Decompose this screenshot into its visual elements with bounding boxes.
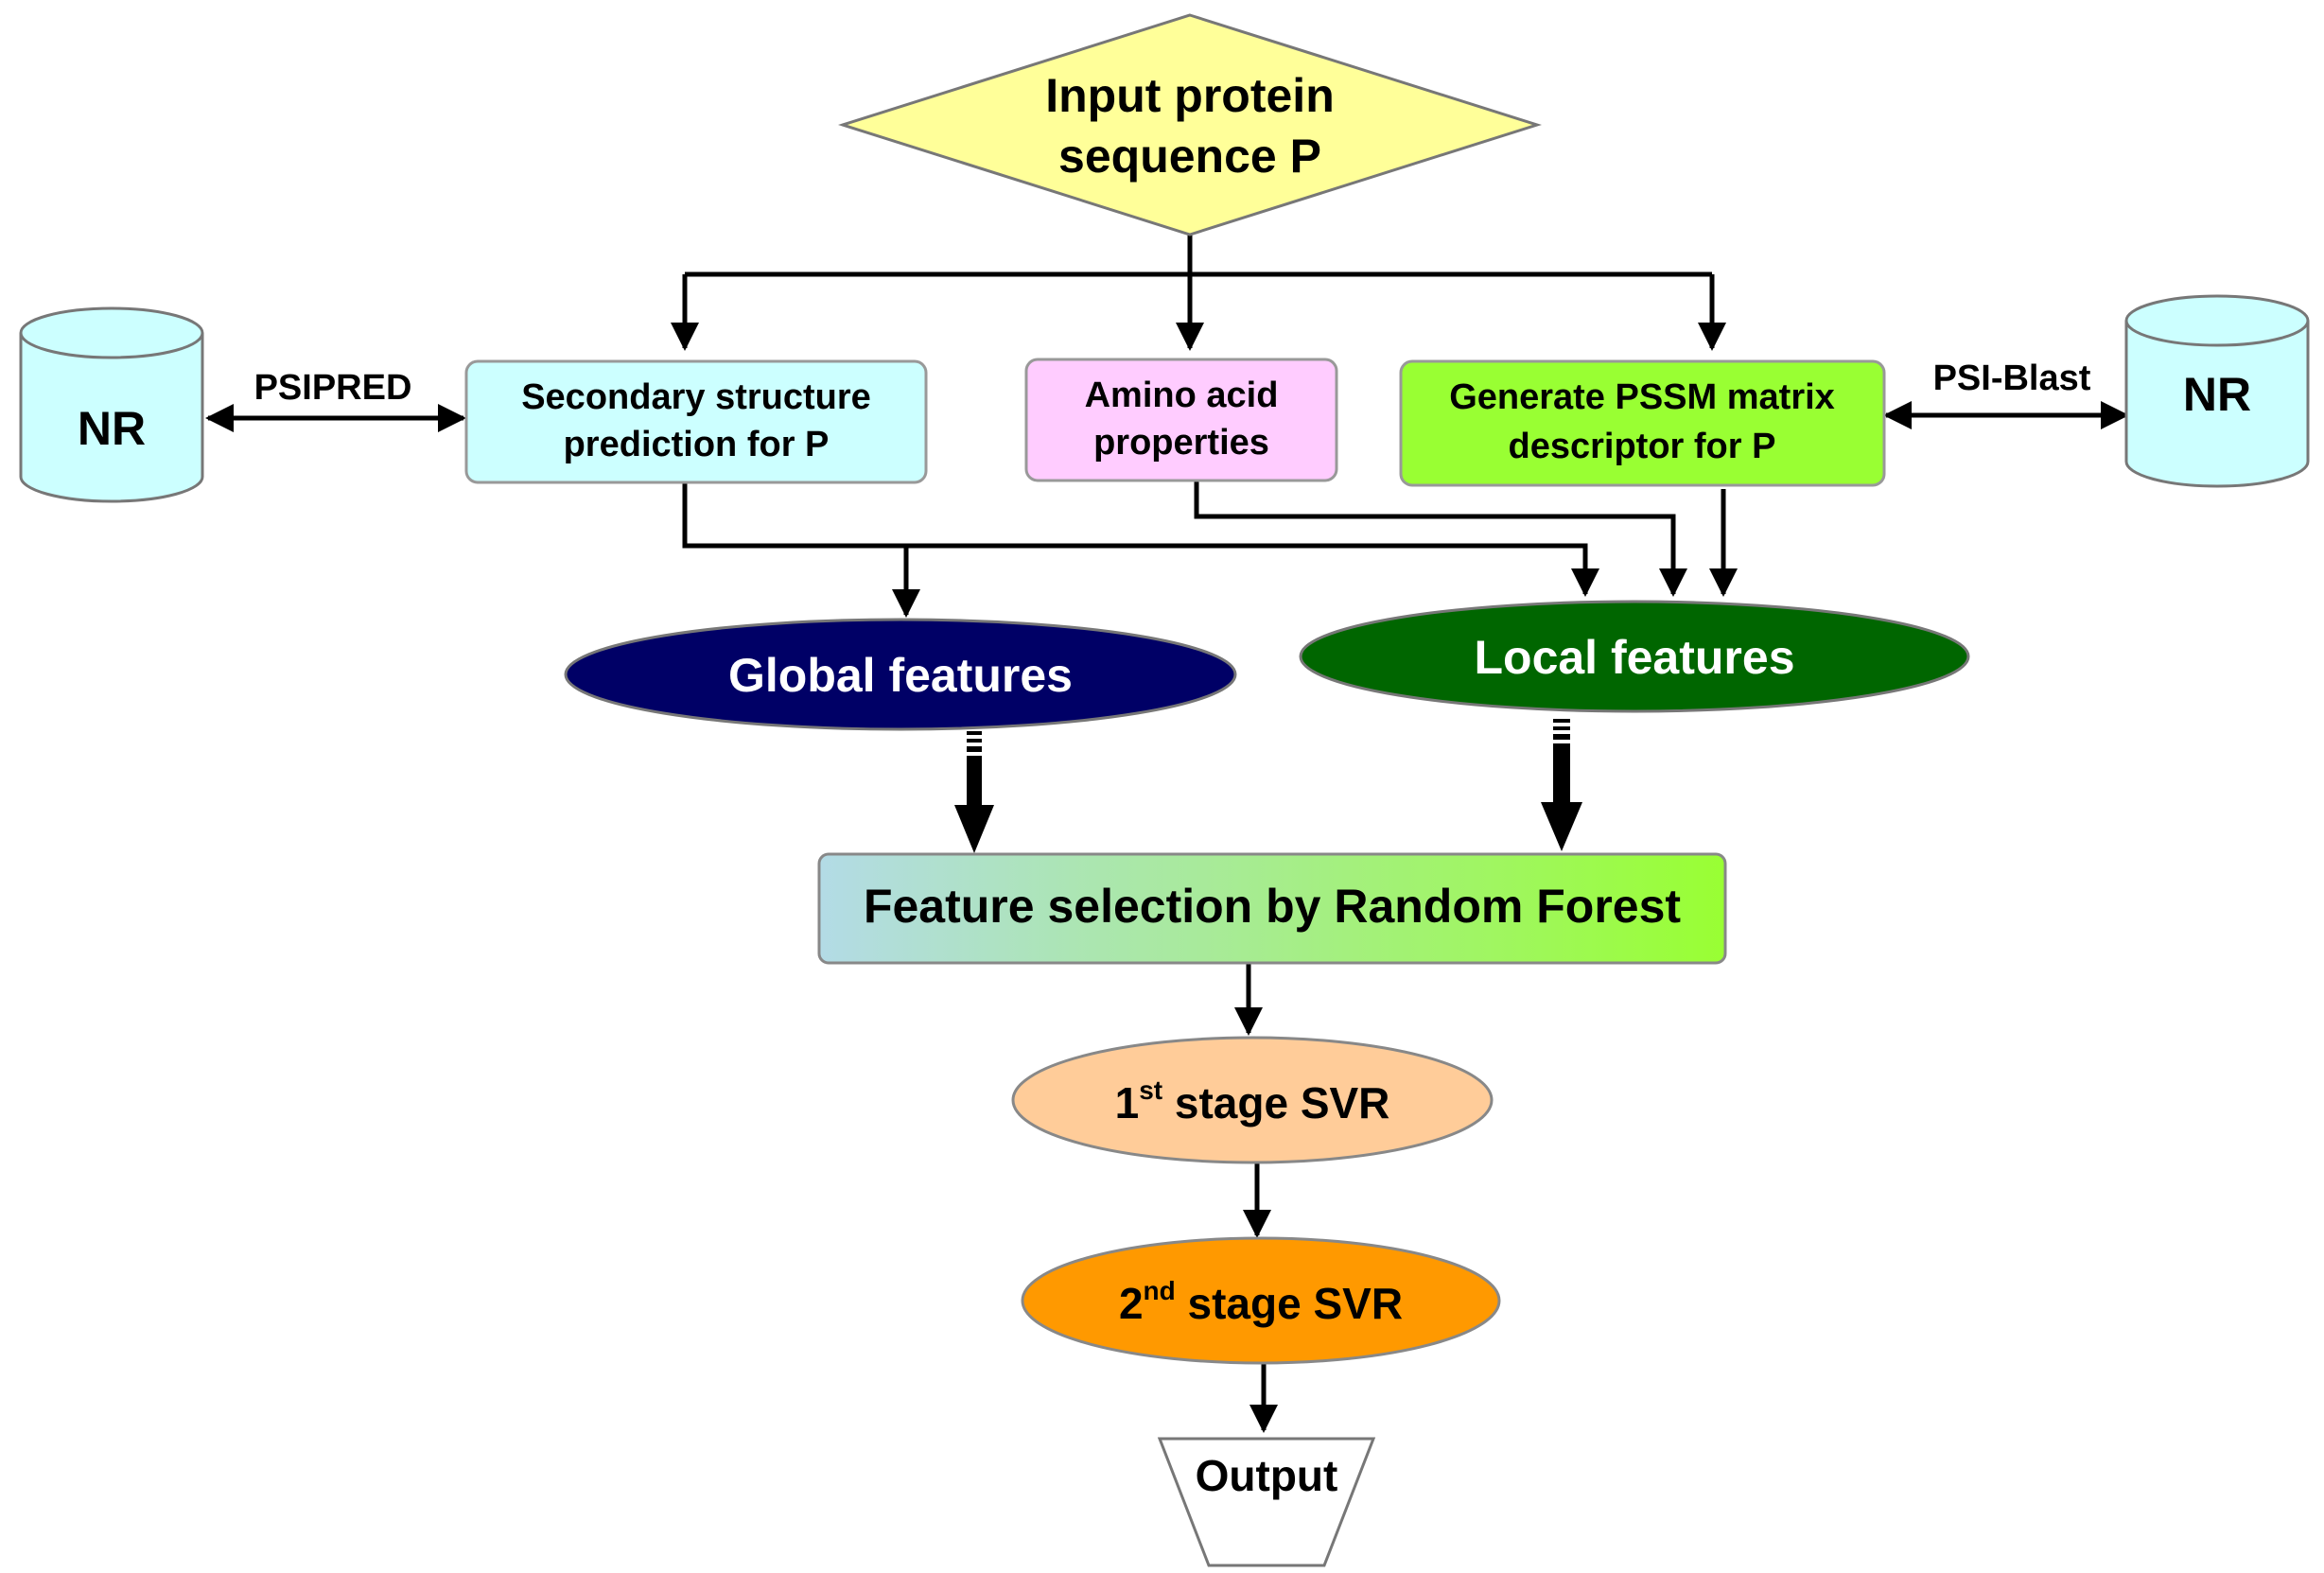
- feature-selection-box: Feature selection by Random Forest: [817, 852, 1727, 965]
- svr-stage1-number: 1: [1115, 1078, 1140, 1127]
- global-features-node: Global features: [564, 618, 1237, 731]
- database-nr-left-label: NR: [78, 402, 146, 455]
- secondary-structure-line2: prediction for P: [564, 425, 830, 464]
- local-features-label: Local features: [1474, 631, 1794, 684]
- svr-stage2-label: 2nd stage SVR: [1119, 1276, 1403, 1328]
- svr-stage1-superscript: st: [1139, 1075, 1162, 1105]
- database-nr-right-label: NR: [2183, 368, 2251, 421]
- secondary-down-line: [682, 482, 1599, 597]
- amino-acid-box: Amino acid properties: [1024, 358, 1338, 482]
- svr-stage2-number: 2: [1119, 1279, 1144, 1328]
- local-features-node: Local features: [1299, 600, 1970, 713]
- svr-stage1-text: stage SVR: [1162, 1078, 1389, 1127]
- secondary-structure-line1: Secondary structure: [521, 377, 871, 417]
- secondary-structure-box: Secondary structure prediction for P: [464, 359, 928, 484]
- input-diamond: Input protein sequence P: [838, 13, 1542, 236]
- connectors: [205, 235, 2129, 1433]
- input-label-line2: sequence P: [1058, 130, 1321, 183]
- pssm-line2: descriptor for P: [1509, 427, 1776, 466]
- database-nr-right: NR: [2124, 294, 2310, 488]
- input-label-line1: Input protein: [1045, 69, 1335, 122]
- svr-stage1-node: 1st stage SVR: [1011, 1036, 1494, 1164]
- svr-stage2-text: stage SVR: [1176, 1279, 1403, 1328]
- psipred-label: PSIPRED: [254, 368, 412, 408]
- global-features-label: Global features: [728, 649, 1073, 702]
- amino-acid-line2: properties: [1093, 423, 1269, 463]
- svr-stage2-superscript: nd: [1144, 1276, 1176, 1305]
- thick-arrows: [954, 719, 1582, 853]
- svr-stage1-label: 1st stage SVR: [1115, 1075, 1390, 1127]
- database-nr-left: NR: [19, 306, 204, 503]
- amino-acid-line1: Amino acid: [1085, 376, 1279, 415]
- output-node: Output: [1157, 1437, 1376, 1567]
- amino-to-local-line: [1194, 481, 1687, 597]
- global-thick-arrow: [954, 731, 994, 853]
- pssm-line1: Generate PSSM matrix: [1449, 377, 1835, 417]
- feature-selection-label: Feature selection by Random Forest: [864, 880, 1681, 933]
- local-thick-arrow: [1541, 719, 1582, 851]
- svr-stage2-node: 2nd stage SVR: [1021, 1236, 1501, 1365]
- pssm-box: Generate PSSM matrix descriptor for P: [1399, 359, 1886, 487]
- output-label: Output: [1196, 1451, 1338, 1500]
- psi-blast-label: PSI-Blast: [1933, 358, 2091, 398]
